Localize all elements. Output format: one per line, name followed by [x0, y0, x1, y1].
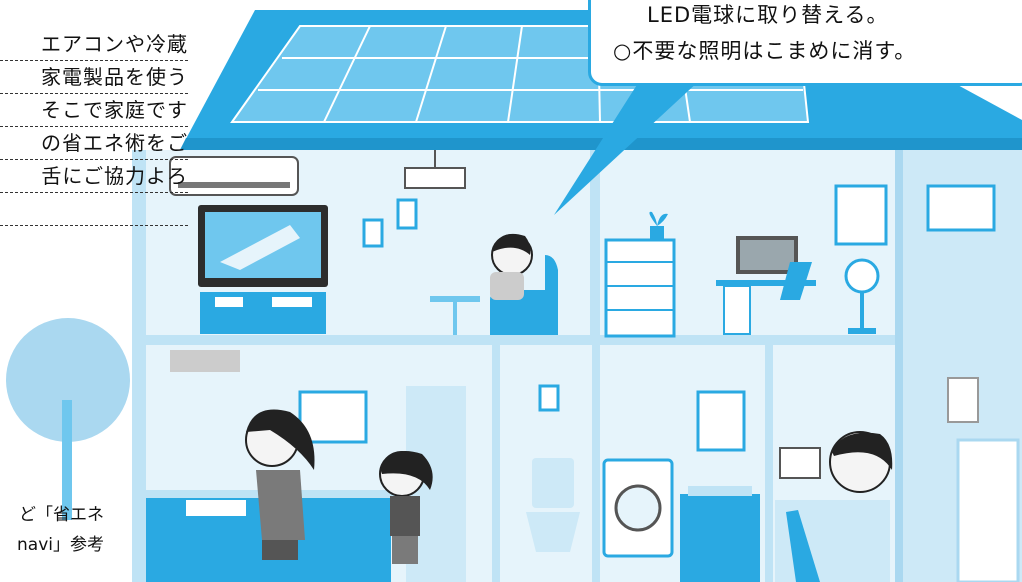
dresser-icon — [604, 211, 676, 338]
intro-text-block: エアコンや冷蔵 家電製品を使う そこで家庭です の省エネ術をご 舌にご協力よろ — [0, 28, 188, 226]
intro-line: エアコンや冷蔵 — [0, 28, 188, 61]
washbasin-icon — [680, 390, 760, 582]
source-note: ど「省エネ navi」参考 — [0, 500, 104, 560]
bubble-pointer — [554, 80, 700, 215]
toilet-icon — [526, 384, 580, 552]
air-conditioner-icon — [169, 156, 299, 196]
ceiling-lamp-icon — [404, 150, 466, 189]
tree-icon — [6, 318, 130, 520]
tip-speech-bubble: LED電球に取り替える。 ○不要な照明はこまめに消す。 — [588, 0, 1022, 86]
intro-line: 家電製品を使う — [0, 61, 188, 94]
tip-line-2: ○不要な照明はこまめに消す。 — [613, 39, 917, 63]
fan-icon — [844, 258, 880, 334]
source-line-2: navi」参考 — [17, 535, 104, 555]
mother-icon — [245, 409, 315, 560]
tv-icon — [198, 205, 328, 334]
father-icon — [775, 431, 893, 582]
desk-icon — [716, 236, 816, 335]
boy-on-sofa-icon — [430, 233, 558, 335]
intro-blank-line — [0, 193, 188, 226]
intro-line: 舌にご協力よろ — [0, 160, 188, 193]
source-line-1: ど「省エネ — [19, 505, 104, 525]
girl-icon — [379, 451, 433, 564]
intro-line: そこで家庭です — [0, 94, 188, 127]
intro-line: の省エネ術をご — [0, 127, 188, 160]
washing-machine-icon — [602, 458, 674, 558]
fridge-icon — [956, 438, 1020, 582]
tip-line-1: LED電球に取り替える。 — [647, 3, 889, 27]
